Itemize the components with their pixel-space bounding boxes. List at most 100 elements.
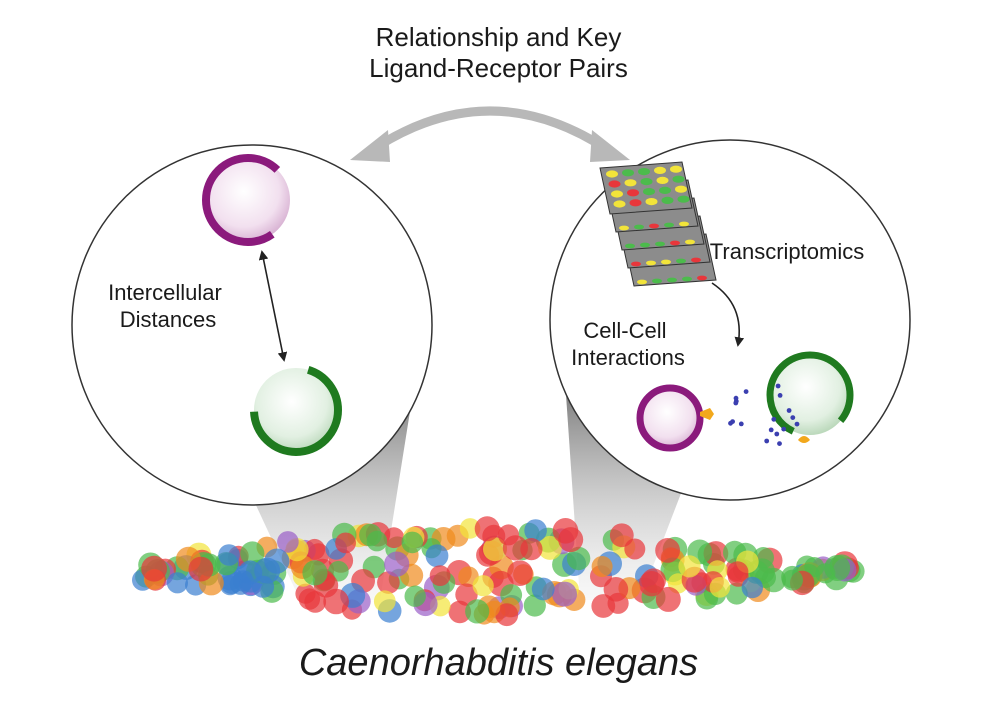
worm-cell-dot [524,519,547,542]
ligand-particle [786,408,792,413]
expression-spot [675,185,687,193]
worm-cell-dot [472,575,494,597]
zoom-circle-right: Transcriptomics Cell-Cell Interactions [549,139,911,501]
expression-spot [676,258,686,264]
worm-cell-dot [401,531,424,554]
receiver-cell [766,351,854,439]
worm-cell-dot [782,569,803,591]
expression-spot [677,195,690,203]
worm-cell-dot [302,560,328,586]
distances-label-line-1: Intercellular [108,280,222,305]
worm-cell-dot [558,527,584,553]
ligand-particle [768,427,774,433]
ligand-particle [730,419,735,424]
expression-spot [634,224,644,230]
expression-spot [640,178,653,186]
expression-spot [637,279,647,285]
worm-cell-dot [304,538,326,560]
expression-spot [655,241,665,247]
expression-spot [661,259,671,265]
worm-cell-dot [603,577,629,602]
expression-spot [685,239,695,245]
expression-spot [608,180,621,188]
worm-cell-dot [655,538,680,563]
ligand-particles [728,383,800,446]
worm-cell-dot [335,532,356,554]
expression-spot [697,275,707,281]
worm-cell-dot [404,585,426,607]
interactions-label-line-1: Cell-Cell [583,318,666,343]
expression-spot [622,169,634,177]
expression-spot [624,179,637,187]
worm-cell-dot [566,546,591,571]
worm-cell-dot [483,537,507,562]
ligand-particle [733,400,739,406]
arrow-head-left [350,130,390,162]
figure-title: Relationship and Key Ligand-Receptor Pai… [0,22,997,84]
worm-cell-dot [741,576,763,599]
expression-spot [682,276,692,282]
receptor-icon [798,436,810,443]
expression-spot [667,277,677,283]
worm-cell-dot [455,583,478,606]
expression-spot [679,221,689,227]
worm-cell-dot [359,523,382,547]
worm-cell-dot [591,556,613,577]
expression-spot [656,176,669,184]
worm-cell-dot [459,518,481,539]
expression-spot [640,242,650,248]
ligand-particle [775,383,781,389]
expression-spot [631,261,641,267]
worm-cell-dot [591,594,616,618]
worm-cell-dot [277,531,299,553]
worm-cell-dot [240,541,265,566]
worm-cell-dot [678,555,701,578]
worm-cell-dot [377,571,400,594]
interactions-label-line-2: Interactions [571,345,685,370]
worm-cell-dot [655,586,681,612]
expression-spot [613,200,626,208]
title-line-1: Relationship and Key [375,22,622,52]
worm-cell-dot [498,524,519,546]
ligand-particle [777,393,783,398]
worm-cell-dot [474,516,500,542]
worm-cell-dot [761,567,786,593]
ligand-particle [781,426,787,432]
worm-cell-dot [609,523,634,548]
worm-cell-dot [804,557,825,577]
arrow-head-right [590,130,630,162]
species-label: Caenorhabditis elegans [298,642,699,684]
ligand-particle [790,415,796,420]
worm-cell-dot [507,560,533,586]
worm-cell-dot [425,544,449,568]
relationship-arrow [350,106,630,162]
expression-spot [646,260,656,266]
worm-cell-dot [218,544,240,566]
ligand-particle [738,421,744,427]
worm-cell-dot [166,572,188,594]
ligand-icon [700,408,714,420]
expression-spot [672,175,685,183]
ligand-particle [777,441,782,446]
expression-spot [645,198,658,206]
expression-spot [691,257,701,263]
worm-cell-dot [373,590,396,613]
transcriptomics-label: Transcriptomics [710,239,864,264]
worm-cell-dot [552,581,577,607]
worm-cell-dot [141,555,168,582]
ligand-particle [764,438,770,444]
ligand-particle [771,416,777,422]
worm-cell-dot [323,588,349,615]
worm-cell-dot [824,555,851,581]
ligand-particle [774,431,780,437]
sender-cell [636,384,704,452]
worm-cell-dot [383,527,405,549]
title-line-2: Ligand-Receptor Pairs [369,53,628,83]
expression-spot [638,168,650,176]
worm-cell-dot [429,565,451,586]
worm-cell-dot [641,568,666,593]
zoom-circle-left: Intercellular Distances [71,144,433,506]
expression-spot [625,243,635,249]
worm-cell-dot [495,603,519,627]
